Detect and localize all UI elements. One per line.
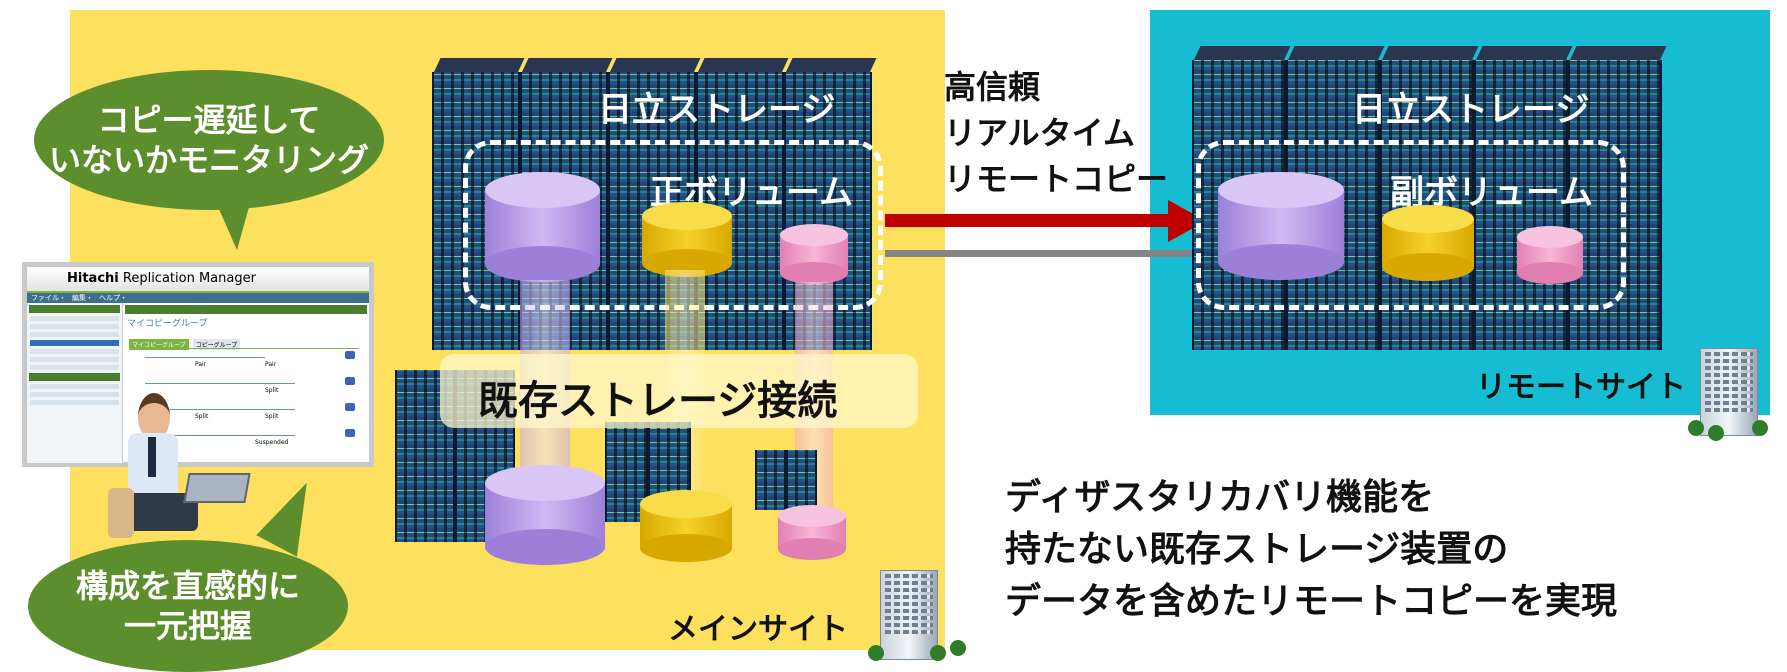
monitoring-bubble-line-1: コピー遅延して [97, 101, 321, 139]
status-5: Suspended [255, 439, 289, 446]
office-chair [108, 488, 134, 538]
existing-volume-cylinder-medium [640, 490, 732, 562]
app-panel-title: マイコピーグループ [127, 319, 208, 329]
app-topology-view: Pair Pair Split Split Suspended Split [135, 348, 359, 455]
monitoring-bubble-tail [215, 200, 251, 250]
status-3: Split [265, 387, 279, 394]
status-2: Pair [265, 361, 277, 368]
copy-label-line-2: リアルタイム [944, 114, 1136, 152]
app-title-bar: Hitachi Replication Manager [27, 267, 369, 293]
operator-tie [148, 437, 156, 477]
summary-line-2: 持たない既存ストレージ装置の [1005, 529, 1509, 570]
remote-tree-icon-3 [1708, 425, 1724, 441]
replication-manager-window: Hitachi Replication Manager ファイル・ 編集・ ヘル… [22, 262, 374, 467]
app-tab-my-copy-group[interactable]: マイコピーグループ [129, 339, 189, 350]
remote-site-label: リモートサイト [1476, 370, 1686, 405]
main-tree-icon-3 [950, 640, 966, 656]
existing-storage-label-box [440, 354, 918, 428]
copy-label-line-1: 高信頼 [944, 68, 1041, 106]
copy-label-line-3: リモートコピー [944, 160, 1169, 198]
app-sidebar [27, 303, 123, 463]
configuration-bubble-line-2: 一元把握 [123, 607, 252, 645]
status-6: Split [265, 413, 279, 420]
primary-volume-cylinder-small [780, 224, 848, 284]
existing-volume-cylinder-large [485, 465, 605, 565]
primary-volume-cylinder-medium [642, 202, 732, 277]
menu-help[interactable]: ヘルプ・ [99, 294, 127, 302]
app-menu-bar: ファイル・ 編集・ ヘルプ・ [27, 293, 369, 303]
configuration-bubble: 構成を直感的に 一元把握 [28, 540, 348, 672]
monitoring-bubble-line-2: いないかモニタリング [48, 141, 369, 179]
existing-copy-line [885, 250, 1205, 257]
main-tree-icon [868, 645, 884, 661]
remote-building-icon [1700, 348, 1758, 436]
app-title-bold: Hitachi [67, 271, 119, 286]
secondary-volume-cylinder-large [1218, 172, 1344, 280]
remote-tree-icon [1688, 420, 1704, 436]
monitoring-bubble: コピー遅延して いないかモニタリング [34, 70, 384, 210]
remote-storage-title: 日立ストレージ [1352, 90, 1590, 130]
status-1: Pair [195, 361, 207, 368]
summary-line-3: データを含めたリモートコピーを実現 [1005, 581, 1618, 622]
main-tree-icon-2 [930, 645, 946, 661]
existing-volume-cylinder-small [778, 505, 846, 560]
secondary-volume-cylinder-small [1517, 226, 1583, 284]
secondary-volume-cylinder-medium [1382, 205, 1474, 281]
main-building-icon [880, 570, 938, 660]
existing-storage-racks-right [755, 450, 817, 510]
configuration-bubble-line-1: 構成を直感的に [75, 567, 300, 605]
secondary-volume-box [1196, 140, 1626, 310]
app-main-panel: マイコピーグループ マイコピーグループ コピーグループ Pair Pair Sp… [123, 303, 369, 463]
summary-line-1: ディザスタリカバリ機能を [1005, 477, 1435, 518]
main-storage-title: 日立ストレージ [598, 90, 836, 130]
menu-file[interactable]: ファイル・ [31, 294, 66, 302]
main-site-label: メインサイト [668, 612, 848, 647]
existing-storage-label: 既存ストレージ接続 [478, 378, 838, 424]
app-panel-header [125, 305, 367, 314]
existing-storage-racks-left [395, 370, 515, 542]
laptop-icon [183, 473, 251, 503]
primary-volume-cylinder-large [485, 172, 600, 282]
app-title-rest: Replication Manager [118, 271, 256, 286]
app-tab-copy-group[interactable]: コピーグループ [192, 339, 241, 350]
operator-figure [108, 393, 251, 543]
menu-edit[interactable]: 編集・ [72, 294, 93, 302]
status-4: Split [195, 413, 209, 420]
remote-copy-arrow-shaft [885, 214, 1170, 227]
remote-tree-icon-2 [1752, 420, 1768, 436]
